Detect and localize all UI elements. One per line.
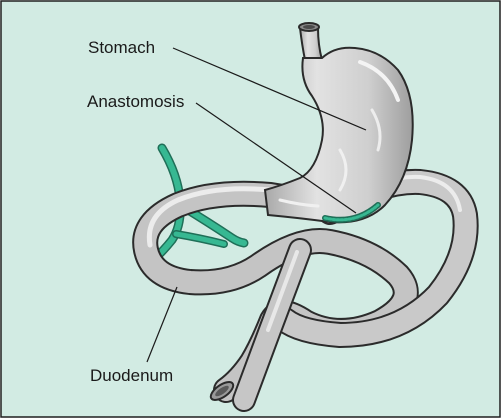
duodenum-label: Duodenum <box>90 366 173 386</box>
anastomosis-label: Anastomosis <box>87 92 184 112</box>
stomach-label: Stomach <box>88 38 155 58</box>
